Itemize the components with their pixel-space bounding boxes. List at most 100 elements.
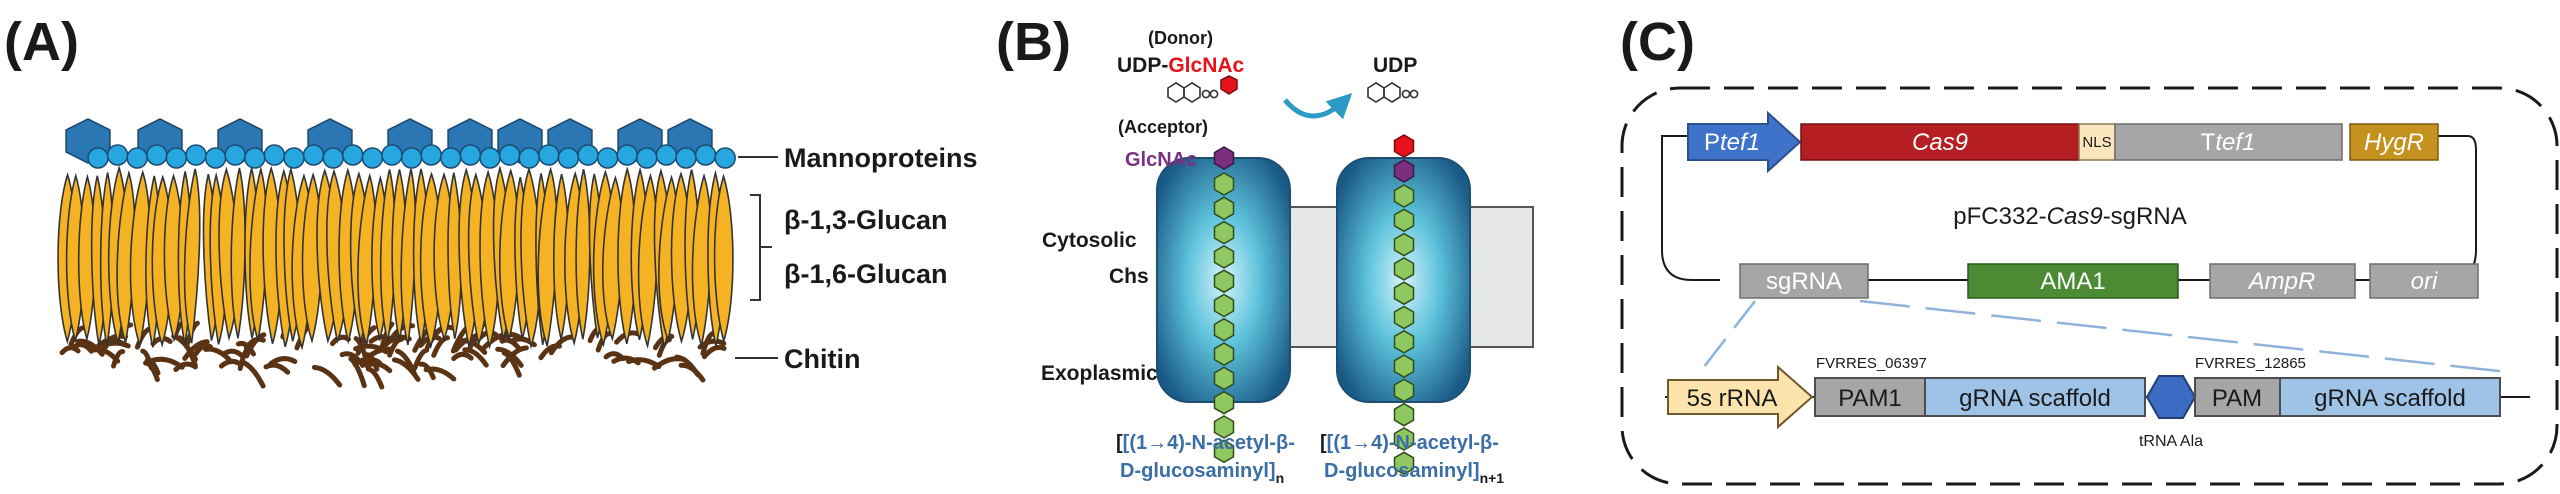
glcnac-unit	[1393, 305, 1415, 330]
donor-label: (Donor)	[1148, 28, 1213, 48]
udp-glcnac-label: UDP-GlcNAc	[1117, 54, 1245, 77]
acceptor-label: (Acceptor)	[1118, 117, 1208, 137]
trna-hexagon	[2145, 375, 2197, 419]
mannoprotein-circle	[361, 147, 384, 169]
product-left-text2: D-glucosaminyl]	[1120, 460, 1276, 482]
donor-glcnac-hexagon	[1220, 75, 1238, 95]
scaffold2-box	[2279, 377, 2501, 417]
chitin-strand	[701, 344, 727, 360]
ama1-label: AMA1	[2040, 268, 2105, 295]
mannoprotein-circle	[146, 144, 168, 166]
ampr-box	[2209, 263, 2356, 299]
chitin-strand	[59, 345, 81, 356]
hygr-box	[2349, 123, 2439, 161]
chitin-strand	[500, 345, 529, 369]
mannoprotein-circle	[126, 147, 148, 169]
cytosolic-label: Cytosolic	[1042, 229, 1137, 252]
glcnac-unit	[1213, 172, 1235, 196]
panel-b: (B) Cytosolic Chs Exoplasmic (Donor) UDP…	[996, 12, 1534, 486]
chitin-strand	[353, 343, 389, 355]
udp-text: UDP	[1117, 54, 1161, 77]
mannoprotein-circle	[636, 147, 658, 169]
panel-c-label: (C)	[1620, 12, 1695, 72]
scaffold1-box	[1924, 377, 2146, 417]
ori-label: ori	[2411, 268, 2438, 295]
ttef1-prefix: T	[2201, 129, 2216, 156]
chitin-strand	[495, 346, 524, 368]
new-glcnac-hexagon	[1393, 134, 1415, 158]
chitin-strand	[368, 334, 395, 344]
sgrna-box	[1739, 263, 1869, 299]
udp-dash: -	[1161, 54, 1168, 77]
mannoprotein-circle	[577, 144, 599, 166]
glcnac-chain-right	[1393, 134, 1415, 476]
mannoprotein-circle	[381, 144, 403, 166]
fvrres-06397-label: FVRRES_06397	[1816, 355, 1927, 372]
plasmid-name-italic: Cas9	[2047, 203, 2103, 230]
glcnac-unit	[1393, 378, 1415, 403]
chs-label: Chs	[1109, 265, 1149, 288]
product-left-line2: D-glucosaminyl]n	[1120, 460, 1284, 486]
chitin-strand	[418, 361, 436, 381]
ptef1-label: Ptef1	[1704, 129, 1760, 156]
nls-box	[2078, 123, 2116, 161]
scaffold1-label: gRNA scaffold	[1959, 385, 2111, 412]
chitin-strand	[360, 357, 383, 368]
plasmid-name: pFC332-Cas9-sgRNA	[1953, 203, 2186, 230]
pam1-box	[1814, 377, 1926, 417]
product-left-bracket: [	[1116, 432, 1123, 454]
mannoprotein-circle	[87, 147, 109, 169]
ori-box	[2369, 263, 2479, 299]
chitin-strand	[330, 334, 351, 347]
product-right-line2: D-glucosaminyl]n+1	[1324, 460, 1504, 486]
panel-c: (C) Ptef1 Cas9 NLS Ttef1 HygR pFC332-Cas…	[1620, 12, 2559, 486]
product-right-line1: [[(1→4)-N-acetyl-β-	[1320, 432, 1499, 454]
mannoprotein-circle	[204, 147, 227, 169]
glcnac-unit	[1393, 354, 1415, 378]
mannoprotein-circle	[538, 144, 560, 166]
chitin-strand	[268, 356, 298, 367]
chitin-strand	[548, 334, 575, 356]
chitin-strand	[603, 351, 626, 361]
mannoprotein-circle	[440, 147, 462, 169]
glcnac-unit	[1213, 366, 1235, 391]
mannoprotein-circle	[518, 147, 540, 169]
glcnac-unit	[1213, 220, 1235, 245]
pam-label: PAM	[2212, 385, 2262, 412]
mannoprotein-circle	[714, 147, 736, 169]
glucan-1-3-label: β-1,3-Glucan	[784, 205, 948, 235]
rrna-promoter-arrow	[1667, 364, 1814, 430]
glcnac-unit	[1213, 342, 1235, 366]
mannoprotein-circle	[165, 147, 188, 169]
mannoprotein-circle	[498, 144, 521, 166]
mannoprotein-circle	[400, 147, 423, 169]
product-right-sub: n+1	[1480, 470, 1505, 486]
acceptor-glcnac-hexagon	[1393, 159, 1415, 183]
zoom-line-left	[1699, 300, 1756, 373]
glcnac-unit	[1393, 427, 1415, 451]
mannoprotein-circle	[675, 147, 697, 169]
mannoprotein-circle	[224, 144, 246, 166]
chitin-strand	[72, 341, 94, 354]
ptef1-promoter-arrow	[1687, 110, 1802, 174]
chitin-strand	[221, 348, 246, 360]
glcnac-chain-left	[1213, 146, 1235, 464]
chitin-strand	[700, 331, 716, 356]
product-right-bracket: [	[1320, 432, 1327, 454]
glcnac-unit	[1393, 402, 1415, 427]
acceptor-glcnac-label: GlcNAc	[1125, 149, 1197, 171]
chitin-strand	[182, 339, 210, 361]
ama1-box	[1967, 263, 2179, 299]
udp-product-glyph	[1367, 82, 1419, 103]
chitin-strand	[391, 357, 421, 382]
udp-donor-glyph	[1167, 82, 1219, 103]
glcnac-unit	[1393, 232, 1415, 257]
chitin-layer	[59, 310, 727, 390]
mannoprotein-circle	[106, 144, 129, 166]
ttef1-label: Ttef1	[2201, 129, 2256, 156]
glcnac-unit	[1393, 329, 1415, 354]
mannoprotein-circle	[283, 147, 305, 169]
hygr-label: HygR	[2364, 129, 2424, 156]
chitin-strand	[431, 335, 450, 358]
chitin-strand	[149, 356, 185, 370]
